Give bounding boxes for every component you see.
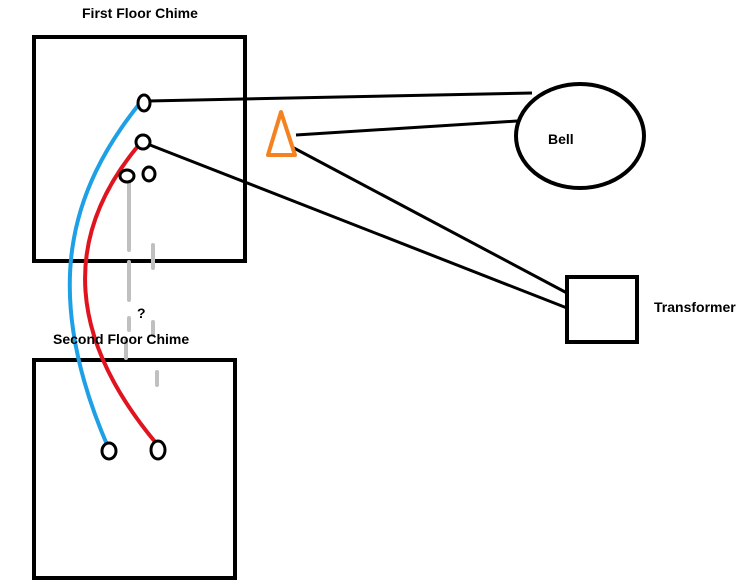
transformer-label: Transformer [654,299,736,315]
second-floor-chime-label: Second Floor Chime [53,331,189,347]
terminal-middle [134,133,152,151]
wire-terminal-to-bell-top [147,91,533,103]
wire-button-to-transformer [291,145,568,295]
second-terminal-right [149,439,167,461]
question-mark: ? [137,305,146,321]
wire-terminal-to-transformer [149,143,568,310]
blue-wire [67,101,142,449]
gray-wires [124,180,159,387]
second-terminal-left [100,441,118,461]
bell-label: Bell [548,131,574,147]
terminal-lower-left [118,168,136,184]
transformer-box [565,275,639,344]
terminal-top [136,93,152,113]
second-floor-chime-box [32,358,237,580]
wire-button-to-bell [295,119,518,137]
red-wire [83,144,158,445]
terminal-lower-right [141,165,157,183]
doorbell-button-icon [266,110,297,157]
first-floor-chime-label: First Floor Chime [82,5,198,21]
bell-circle [514,82,646,190]
first-floor-chime-box [32,35,247,263]
